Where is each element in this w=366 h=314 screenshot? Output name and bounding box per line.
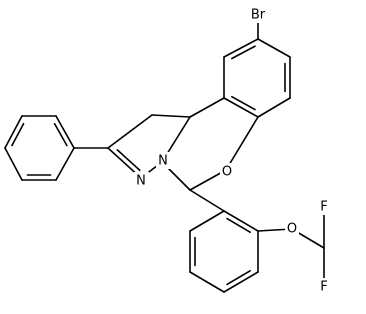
atom-label-o-ether: O	[287, 222, 297, 237]
bond-top-ring	[223, 38, 259, 58]
bond-bottom-ring	[189, 271, 225, 293]
bond-c10b-c1	[151, 114, 191, 118]
atom-br: Br	[247, 6, 271, 23]
bond-phenyl	[4, 115, 23, 149]
bond-phenyl	[55, 147, 75, 181]
bond-c2-n-double	[116, 149, 141, 172]
atom-f-top: F	[318, 198, 330, 215]
atom-label-n-ring: N	[158, 154, 168, 169]
atom-n-imine: N	[134, 172, 149, 189]
bond-c-o-ring	[225, 116, 259, 171]
bond-c10a-c10b	[189, 97, 225, 118]
atom-f-bottom: F	[318, 278, 330, 295]
atom-label-br: Br	[251, 8, 266, 23]
atom-n-ring: N	[156, 152, 171, 169]
bond-phenyl-double	[53, 122, 68, 147]
atom-label-n-imine: N	[136, 174, 146, 189]
atom-label-f-top: F	[320, 200, 327, 215]
bond-bottom-ring-double	[226, 217, 251, 233]
bond-top-ring	[257, 38, 291, 58]
atom-o-ether: O	[285, 220, 299, 237]
bond-top-ring	[257, 97, 291, 118]
bond-c1-c2	[107, 114, 153, 149]
bond-top-ring-double	[231, 45, 256, 60]
bond-top-ring	[223, 97, 259, 118]
atom-label-o-ring: O	[222, 165, 232, 180]
atom-label-f-bottom: F	[320, 280, 327, 295]
bond-c5-aryl	[189, 189, 225, 212]
atom-o-ring: O	[220, 163, 234, 180]
bond-bottom-ring	[223, 271, 259, 293]
bond-phenyl-double	[11, 122, 25, 147]
atom-labels-layer: Br O N N O F F	[134, 6, 330, 295]
bond-top-ring-double	[231, 95, 256, 111]
bond-phenyl	[55, 115, 75, 149]
bond-bottom-ring	[189, 210, 225, 232]
bond-bottom-ring	[223, 210, 259, 232]
bond-phenyl	[4, 147, 23, 181]
bond-bottom-ring-double	[226, 270, 251, 286]
